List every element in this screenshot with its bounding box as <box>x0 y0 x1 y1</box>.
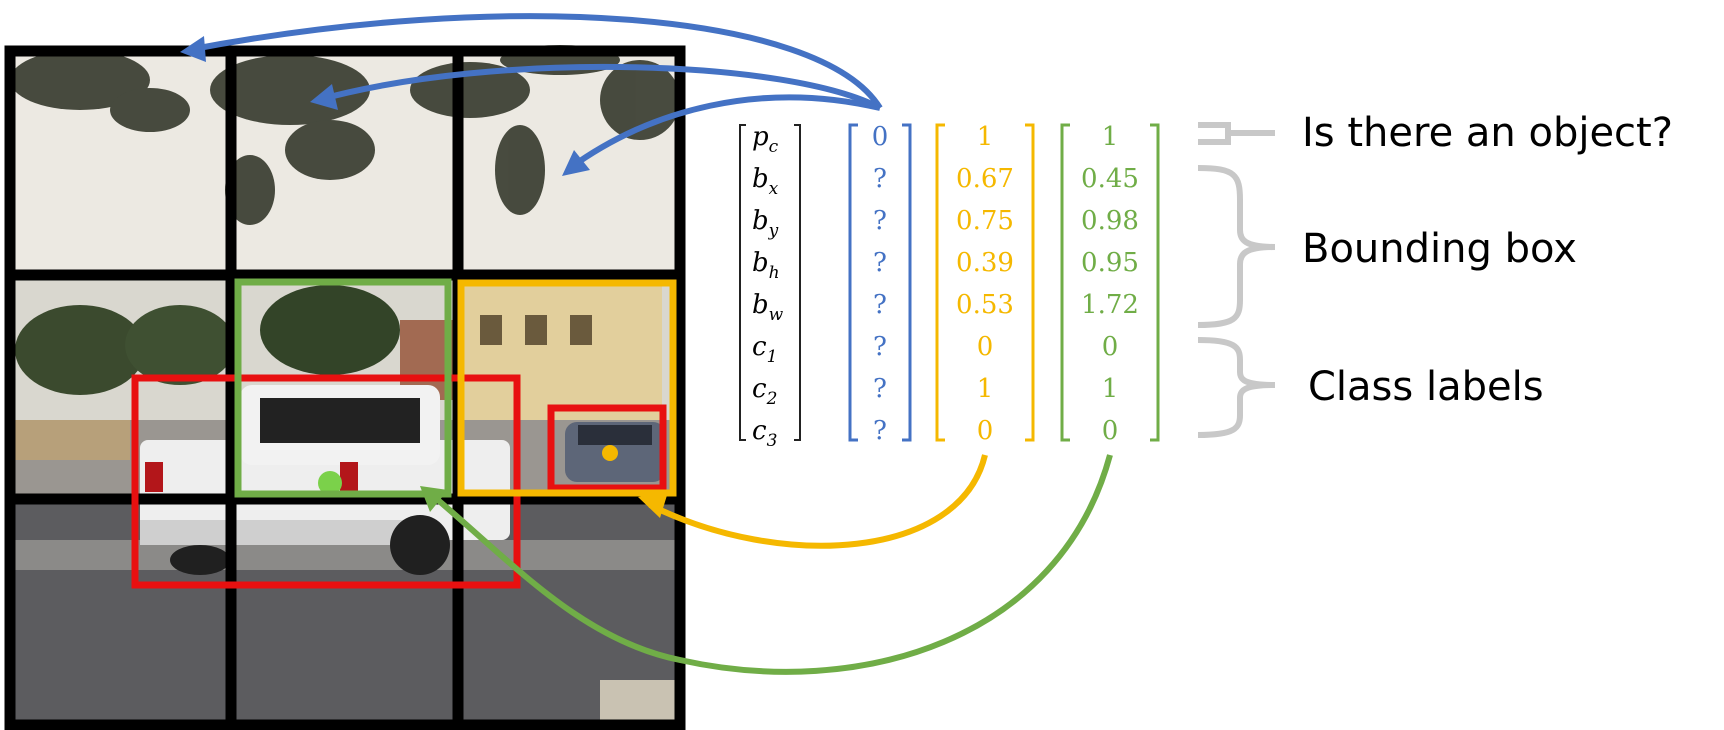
pickup-truck <box>140 385 510 575</box>
vector-row-label: bx <box>752 164 779 199</box>
truck-bbox <box>131 374 521 589</box>
vector-value: 0 <box>1102 332 1119 362</box>
vector-value: 0.75 <box>956 206 1014 236</box>
vector-row-label: pc <box>752 122 779 157</box>
class-brace <box>1197 337 1276 438</box>
street-photo <box>10 45 680 723</box>
vector-value: 0.98 <box>1081 206 1139 236</box>
vector-value: ? <box>873 332 887 362</box>
vector-bracket <box>848 123 912 442</box>
vector-value: 0 <box>1102 416 1119 446</box>
vector-value: 0.53 <box>956 290 1014 320</box>
object-brace <box>1198 122 1275 145</box>
vector-value: 1 <box>1102 374 1119 404</box>
yellow-arrow <box>648 454 988 549</box>
yellow-cell-highlight <box>457 279 677 497</box>
vector-value: ? <box>873 164 887 194</box>
vector-value: ? <box>873 248 887 278</box>
vector-value: ? <box>873 416 887 446</box>
output-vector-2: 1 0.67 0.75 0.39 0.53 0 1 0 <box>935 122 1035 446</box>
green-cell-highlight <box>234 278 452 498</box>
green-arrowhead <box>420 486 448 512</box>
vector-value: 1 <box>977 374 994 404</box>
vector-value: ? <box>873 290 887 320</box>
vector-value: 0.67 <box>956 164 1014 194</box>
vector-value: ? <box>873 374 887 404</box>
vector-value: 0.45 <box>1081 164 1139 194</box>
vector-value: 0 <box>977 332 994 362</box>
vector-bracket <box>935 123 1035 442</box>
vector-value: 1.72 <box>1081 290 1139 320</box>
label-column: pc bx by bh bw c1 c2 c3 <box>739 122 801 451</box>
blue-arrowheads <box>180 36 590 176</box>
vector-row-label: c3 <box>752 416 777 451</box>
small-car <box>565 422 665 482</box>
vector-row-label: c1 <box>752 332 777 367</box>
class-label: Class labels <box>1308 364 1544 410</box>
object-label: Is there an object? <box>1302 110 1673 156</box>
vector-value: 0 <box>872 122 889 152</box>
car-bbox <box>547 404 667 492</box>
output-vector-3: 1 0.45 0.98 0.95 1.72 0 1 0 <box>1060 122 1160 446</box>
vector-bracket <box>1060 123 1160 442</box>
vector-row-label: c2 <box>752 374 777 409</box>
vector-value: 0.39 <box>956 248 1014 278</box>
vector-value: 0 <box>977 416 994 446</box>
bbox-brace <box>1197 165 1276 328</box>
bbox-label: Bounding box <box>1302 226 1577 272</box>
vector-value: 1 <box>1102 122 1119 152</box>
vector-row-label: bw <box>752 290 784 325</box>
output-vectors: 0??????? 1 0.67 0.75 0.39 0.53 0 1 0 1 0.45 0.98 0.9… <box>848 122 1160 446</box>
output-vector-1: 0??????? <box>848 122 912 446</box>
blue-arrows <box>186 13 883 171</box>
vector-row-label: bh <box>752 248 780 283</box>
yellow-arrowhead <box>638 492 668 518</box>
green-arrow <box>430 454 1113 675</box>
vector-row-label: by <box>752 206 779 241</box>
vector-value: ? <box>873 206 887 236</box>
vector-value: 1 <box>977 122 994 152</box>
vector-value: 0.95 <box>1081 248 1139 278</box>
bounding-boxes <box>131 278 677 589</box>
